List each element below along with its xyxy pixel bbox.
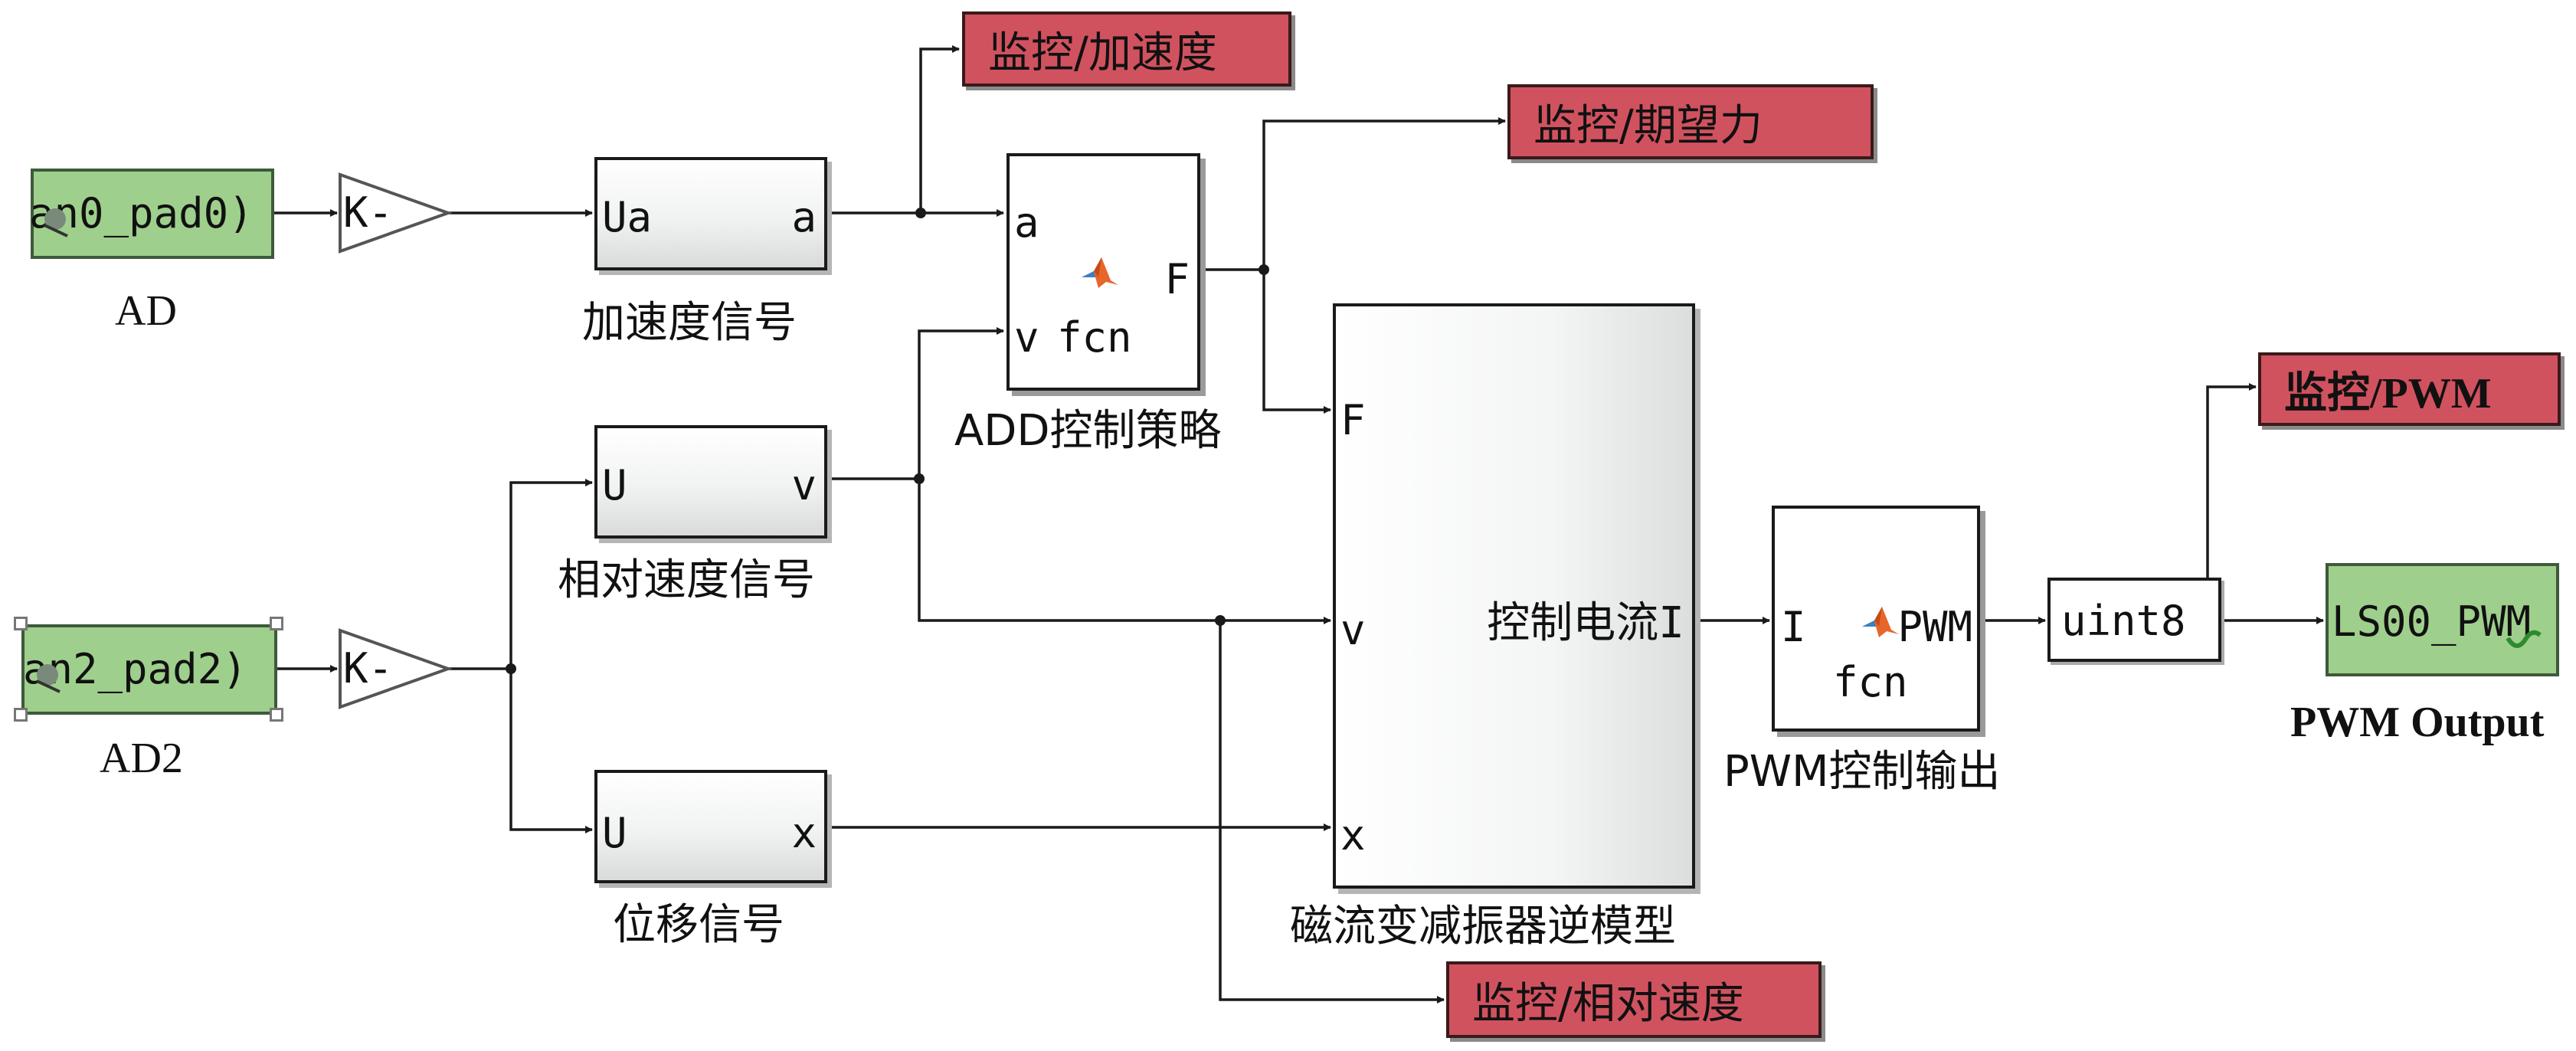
add-in-v: v <box>1014 313 1039 362</box>
monitor-velocity-block[interactable]: 监控/相对速度 <box>1446 961 1822 1038</box>
wire-split-velocity <box>509 479 593 669</box>
wire-force-monitor <box>1200 117 1506 271</box>
add-in-a: a <box>1014 198 1039 247</box>
velocity-caption: 相对速度信号 <box>558 555 815 605</box>
velocity-subsystem-block[interactable]: U v <box>594 425 827 539</box>
pwm-func-label: fcn <box>1833 658 1908 706</box>
gain-block-1 <box>339 172 453 254</box>
wire-velocity-inverse <box>918 479 1331 624</box>
pwm-output-block[interactable]: LS00_PWM <box>2326 563 2559 676</box>
displacement-caption: 位移信号 <box>613 900 784 950</box>
inverse-out: 控制电流I <box>1487 598 1684 648</box>
uint8-convert-block[interactable]: uint8 <box>2047 578 2221 662</box>
monitor-accel-block[interactable]: 监控/加速度 <box>962 11 1291 87</box>
pwm-in-i: I <box>1781 603 1806 651</box>
wire-force-inverse <box>1262 270 1331 414</box>
ad2-caption: AD2 <box>100 735 183 782</box>
output-port-icon <box>2506 630 2542 648</box>
gain-label-2: K- <box>343 644 394 692</box>
matlab-logo-icon <box>1082 257 1118 288</box>
monitor-force-block[interactable]: 监控/期望力 <box>1507 84 1874 159</box>
inverse-in-f: F <box>1340 396 1366 444</box>
input-port-icon <box>36 664 61 693</box>
selection-handle[interactable] <box>14 617 28 630</box>
displacement-subsystem-block[interactable]: U x <box>594 770 827 883</box>
wire-accel-monitor <box>919 45 960 213</box>
monitor-pwm-block[interactable]: 监控/PWM <box>2258 352 2561 426</box>
junction-velocity-monitor <box>1215 615 1226 626</box>
pwm-control-caption: PWM控制输出 <box>1723 747 2001 797</box>
inverse-in-x: x <box>1340 811 1366 859</box>
ad-input-block[interactable]: an0_pad0) <box>29 169 274 259</box>
ad-caption: AD <box>115 287 177 335</box>
accel-in-port: Ua <box>602 193 653 241</box>
gain-label-1: K- <box>343 188 394 237</box>
selection-handle[interactable] <box>270 708 283 722</box>
gain-block-2 <box>339 628 453 709</box>
add-out-f: F <box>1164 255 1190 303</box>
ad2-input-label: an2_pad2) <box>23 645 247 693</box>
selection-handle[interactable] <box>14 708 28 722</box>
add-control-block[interactable]: a v fcn F <box>1007 153 1200 391</box>
inverse-in-v: v <box>1340 606 1366 654</box>
ad2-input-block[interactable]: an2_pad2) <box>21 624 277 715</box>
displacement-in-port: U <box>602 809 627 857</box>
pwm-out: PWM <box>1897 603 1972 651</box>
junction-velocity <box>914 473 925 484</box>
junction-ad2 <box>506 663 516 674</box>
displacement-out-port: x <box>791 809 817 857</box>
wire-velocity-add <box>827 327 1004 480</box>
ad-input-label: an0_pad0) <box>29 189 254 237</box>
velocity-out-port: v <box>791 461 817 509</box>
junction-force <box>1259 264 1269 275</box>
pwm-control-block[interactable]: I PWM fcn <box>1772 506 1980 732</box>
accel-out-port: a <box>791 193 817 241</box>
inverse-model-caption: 磁流变减振器逆模型 <box>1290 902 1676 951</box>
uint8-label: uint8 <box>2061 597 2186 645</box>
accel-caption: 加速度信号 <box>582 298 797 348</box>
matlab-logo-icon <box>1862 607 1899 637</box>
wire-pwm-monitor <box>2206 383 2257 620</box>
pwm-output-caption: PWM Output <box>2290 699 2545 746</box>
wire-split-displacement <box>509 669 593 833</box>
inverse-model-block[interactable]: F v x 控制电流I <box>1333 303 1695 889</box>
selection-handle[interactable] <box>270 617 283 630</box>
add-caption: ADD控制策略 <box>954 406 1222 456</box>
junction-accel <box>915 208 926 218</box>
add-func-label: fcn <box>1057 313 1132 362</box>
input-port-icon <box>44 208 68 237</box>
velocity-in-port: U <box>602 461 627 509</box>
pwm-output-label: LS00_PWM <box>2332 598 2532 646</box>
wire-velocity-monitor <box>1219 620 1445 1004</box>
accel-subsystem-block[interactable]: Ua a <box>594 157 827 270</box>
